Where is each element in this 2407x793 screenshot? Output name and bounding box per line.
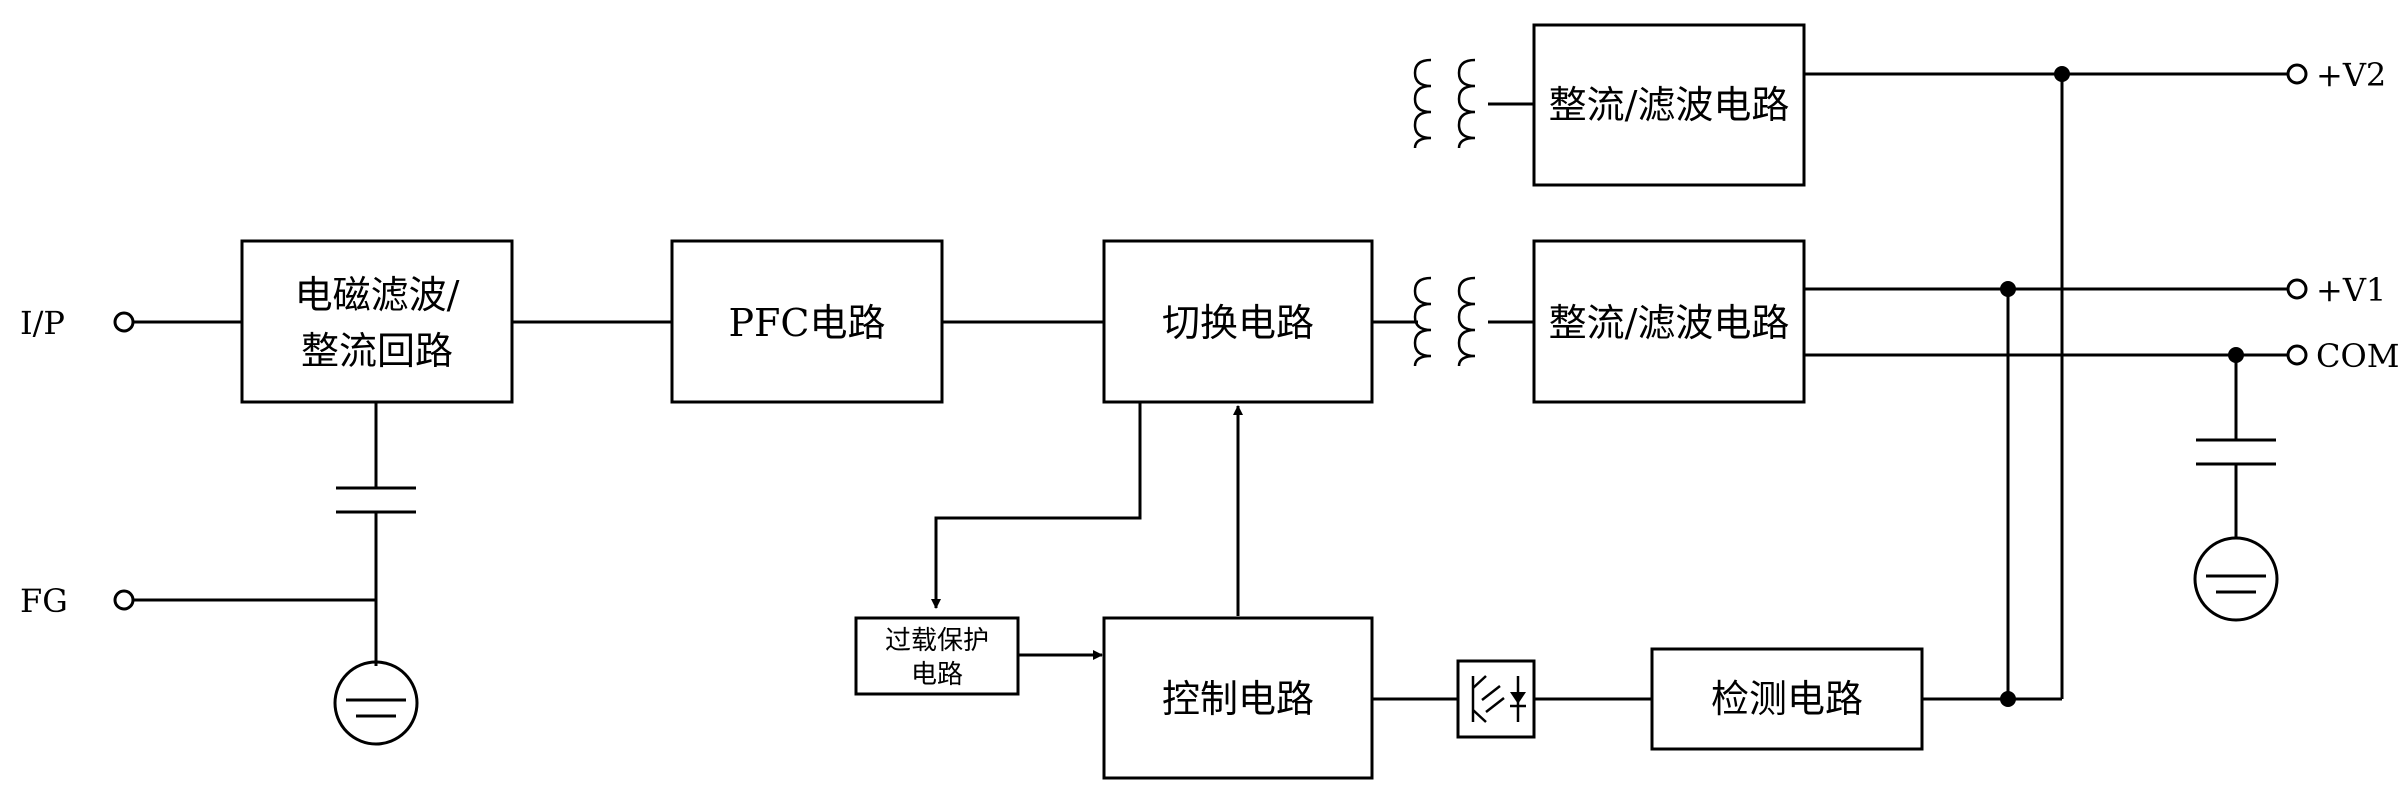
terminal-v1[interactable]: +V1 (2286, 271, 2386, 309)
terminal-ip-label: I/P (20, 304, 65, 342)
terminal-v2-label: +V2 (2316, 56, 2386, 94)
control-label: 控制电路 (1162, 677, 1314, 721)
terminal-v1-label: +V1 (2316, 271, 2386, 309)
overload-label-line2: 电路 (911, 660, 963, 690)
capacitor-icon (2196, 438, 2276, 466)
optocoupler-icon (1456, 659, 1536, 739)
transformer-icon (1413, 276, 1476, 367)
block-detect: 检测电路 (1650, 647, 1924, 751)
terminal-fg-label: FG (20, 582, 68, 620)
rect-top-label: 整流/滤波电路 (1549, 83, 1790, 127)
detect-label: 检测电路 (1711, 677, 1863, 721)
block-rectifier-top: 整流/滤波电路 (1532, 23, 1806, 187)
junction-dot (2000, 281, 2016, 297)
block-control: 控制电路 (1102, 616, 1374, 780)
junction-dot (2000, 691, 2016, 707)
wire-switching-overload (931, 402, 1142, 609)
block-pfc: PFC电路 (670, 239, 944, 404)
junction-dot (2054, 66, 2070, 82)
ground-icon (2193, 536, 2279, 622)
terminal-com[interactable]: COM (2286, 337, 2399, 375)
block-switching: 切换电路 (1102, 239, 1374, 404)
overload-label-line1: 过载保护 (885, 626, 989, 656)
capacitor-icon (336, 486, 416, 514)
terminal-ip[interactable]: I/P (20, 304, 135, 342)
junction-dots (2000, 66, 2244, 707)
wires (133, 72, 2288, 701)
terminal-fg[interactable]: FG (20, 582, 135, 620)
block-overload-protection: 过载保护 电路 (854, 616, 1020, 696)
block-rectifier-mid: 整流/滤波电路 (1532, 239, 1806, 404)
block-emi-filter: 电磁滤波/ 整流回路 (240, 239, 514, 404)
ground-icon (333, 660, 419, 746)
terminal-v2[interactable]: +V2 (2286, 56, 2386, 94)
emi-label-line1: 电磁滤波/ (295, 273, 460, 317)
pfc-label: PFC电路 (728, 301, 885, 345)
terminal-com-label: COM (2316, 337, 2399, 375)
switching-label: 切换电路 (1162, 301, 1314, 345)
junction-dot (2228, 347, 2244, 363)
rect-mid-label: 整流/滤波电路 (1549, 301, 1790, 345)
transformer-icon (1413, 58, 1476, 149)
emi-label-line2: 整流回路 (301, 329, 453, 373)
